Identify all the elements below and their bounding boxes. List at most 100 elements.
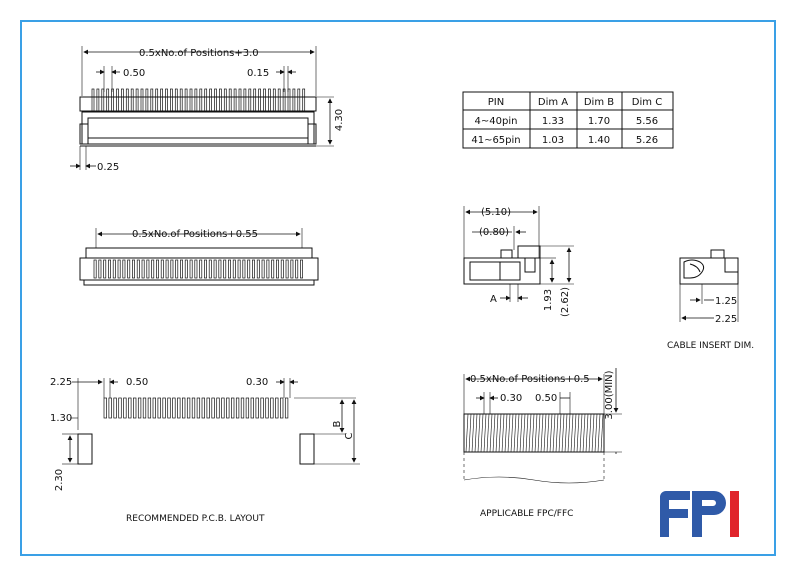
fpc-width-label: 0.5xNo.of Positions+0.5	[470, 374, 590, 385]
connector-pin	[248, 88, 252, 112]
connector-pin	[93, 259, 97, 279]
pcb-pad	[196, 397, 201, 419]
table-cell: 1.40	[588, 135, 610, 146]
pcb-pad	[280, 397, 284, 419]
pcb-pad	[147, 397, 152, 419]
connector-pin	[280, 259, 284, 279]
connector-pin	[98, 259, 102, 279]
pcb-pad	[255, 397, 259, 419]
connector-pin	[219, 88, 222, 112]
top-pin-row	[91, 88, 306, 112]
height-1-label: 1.93	[543, 289, 554, 311]
fpc-conductor	[576, 413, 580, 453]
connector-pin	[223, 259, 227, 279]
connector-pin	[155, 88, 159, 112]
pcb-pad	[157, 397, 161, 419]
connector-pin	[145, 88, 149, 112]
connector-pin	[261, 259, 265, 279]
pcb-pad	[245, 397, 250, 419]
drawing-frame	[20, 20, 776, 556]
connector-pin	[132, 259, 135, 279]
connector-pin	[160, 259, 164, 279]
connector-pin	[184, 88, 188, 112]
dim-a-label: A	[490, 294, 497, 305]
pcb-pad	[235, 397, 240, 419]
connector-pin	[287, 88, 291, 112]
insert-dim-2-label: 2.25	[715, 314, 737, 325]
connector-pin	[111, 88, 114, 112]
fpc-conductor	[537, 413, 541, 453]
connector-pin	[179, 88, 183, 112]
table-cell: 4~40pin	[475, 116, 518, 127]
connector-pin	[117, 259, 121, 279]
table-cell: 1.33	[542, 116, 564, 127]
connector-pin	[121, 88, 124, 112]
pcb-pad	[128, 397, 132, 419]
pcb-pad	[133, 397, 137, 419]
connector-pin	[218, 259, 222, 279]
connector-pin	[276, 259, 279, 279]
table-header-pin: PIN	[488, 97, 504, 108]
lip-label: (0.80)	[479, 227, 509, 238]
dimension-table: PIN Dim A Dim B Dim C 4~40pin 1.33 1.70 …	[462, 91, 674, 149]
connector-pin	[160, 88, 163, 112]
connector-pin	[174, 88, 178, 112]
pcb-pad	[265, 397, 269, 419]
fpc-conductor	[525, 413, 529, 453]
connector-pin	[170, 259, 174, 279]
pitch-label: 0.50	[123, 68, 145, 79]
connector-pin	[237, 259, 241, 279]
connector-pin	[290, 259, 294, 279]
table-cell: 5.26	[636, 135, 658, 146]
fpc-conductor	[504, 413, 508, 453]
connector-pin	[252, 259, 255, 279]
fpc-conductor	[471, 413, 475, 453]
fpc-pitch-label: 0.50	[535, 393, 557, 404]
pcb-pitch-label: 0.50	[126, 377, 148, 388]
connector-pin	[194, 88, 198, 112]
pcb-pad	[211, 397, 215, 419]
overall-width-label: 0.5xNo.of Positions+3.0	[139, 48, 259, 59]
connector-pin	[151, 259, 155, 279]
pcb-pad	[118, 397, 122, 419]
pad-width-label: 0.30	[246, 377, 268, 388]
pcb-pad	[260, 397, 264, 419]
fpc-conductor	[495, 413, 499, 453]
cable-insert-caption: CABLE INSERT DIM.	[667, 341, 754, 351]
connector-pin	[127, 259, 131, 279]
connector-pin	[256, 259, 260, 279]
fpc-conductor	[549, 413, 553, 453]
connector-pin	[292, 88, 296, 112]
fpc-conductor	[519, 413, 523, 453]
connector-pin	[285, 259, 289, 279]
fpc-conductor	[522, 413, 526, 453]
fpc-conductor	[591, 413, 595, 453]
fpc-drawing: 0.5xNo.of Positions+0.5 0.30 0.50 3.00(M…	[463, 368, 622, 519]
connector-pin	[122, 259, 126, 279]
pin-width-label: 0.15	[247, 68, 269, 79]
connector-pin	[199, 259, 203, 279]
side-view-drawing: (5.10) (0.80) A 1.93 (2.62)	[463, 206, 574, 317]
table-header-dim-a: Dim A	[538, 97, 568, 108]
fpc-conductor	[501, 413, 505, 453]
pcb-pad	[275, 397, 279, 419]
connector-pin	[135, 88, 139, 112]
connector-pin	[295, 259, 299, 279]
dim-c-label: C	[344, 432, 355, 439]
fpc-conductor	[477, 413, 481, 453]
connector-pin	[91, 88, 95, 112]
pcb-pad	[123, 397, 127, 419]
connector-pin	[272, 88, 276, 112]
connector-pin	[258, 88, 261, 112]
table-cell: 5.56	[636, 116, 658, 127]
pcb-pad	[191, 397, 196, 419]
anchor-height-label: 2.30	[54, 469, 65, 491]
connector-pin	[214, 88, 217, 112]
connector-pin	[106, 88, 110, 112]
pcb-pad	[152, 397, 156, 419]
connector-pin	[170, 88, 173, 112]
fpc-conductor	[534, 413, 538, 453]
pcb-pad	[113, 397, 117, 419]
fpc-conductor	[531, 413, 535, 453]
fpc-conductor	[513, 413, 517, 453]
